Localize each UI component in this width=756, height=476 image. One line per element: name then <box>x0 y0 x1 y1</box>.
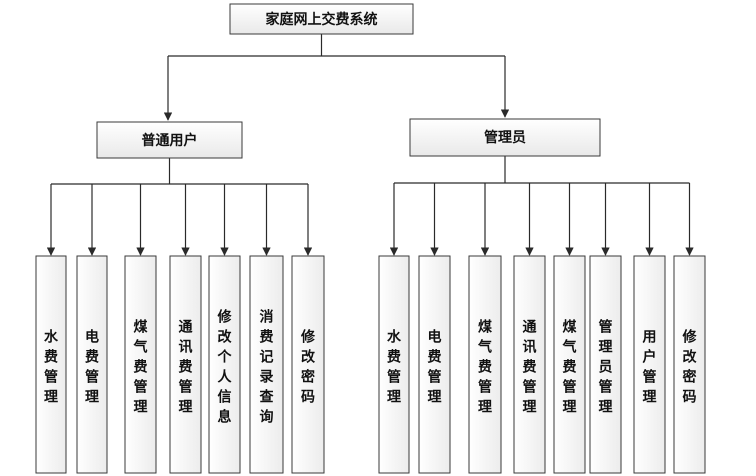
leaf-node-user-5: 消费记录查询 <box>249 255 284 474</box>
branch-node-user-label: 普通用户 <box>142 132 198 149</box>
leaf-node-user-0: 水费管理 <box>35 255 67 474</box>
leaf-node-box <box>553 255 586 474</box>
leaf-node-label: 煤气费管理 <box>133 319 149 416</box>
branch-node-admin: 管理员 <box>409 118 601 157</box>
leaf-node-admin-0: 水费管理 <box>378 255 410 474</box>
leaf-node-box <box>249 255 284 474</box>
leaf-node-label: 消费记录查询 <box>260 309 275 426</box>
leaf-node-user-2: 煤气费管理 <box>124 255 157 474</box>
leaf-node-user-1: 电费管理 <box>76 255 108 474</box>
leaf-node-label: 用户管理 <box>643 330 657 406</box>
leaf-node-user-3: 通讯费管理 <box>169 255 202 474</box>
leaf-node-label: 煤气费管理 <box>562 319 578 416</box>
leaf-node-admin-3: 通讯费管理 <box>513 255 546 474</box>
leaf-node-box <box>76 255 108 474</box>
leaf-node-box <box>291 255 325 474</box>
leaf-node-label: 修改密码 <box>300 329 316 406</box>
leaf-node-label: 通讯费管理 <box>179 320 193 416</box>
leaf-node-label: 煤气费管理 <box>477 319 493 416</box>
leaf-node-label: 管理员管理 <box>599 319 613 416</box>
leaf-node-box <box>208 255 241 474</box>
leaf-node-admin-2: 煤气费管理 <box>468 255 502 474</box>
leaf-node-admin-4: 煤气费管理 <box>553 255 586 474</box>
leaf-node-box <box>468 255 502 474</box>
root-node: 家庭网上交费系统 <box>229 3 414 35</box>
leaf-node-admin-6: 用户管理 <box>633 255 666 474</box>
leaf-node-label: 电费管理 <box>85 329 99 406</box>
leaf-node-label: 修改个人信息 <box>217 309 233 426</box>
leaf-node-user-6: 修改密码 <box>291 255 325 474</box>
leaf-node-box <box>124 255 157 474</box>
leaf-node-label: 电费管理 <box>428 329 442 406</box>
leaf-node-admin-5: 管理员管理 <box>589 255 622 474</box>
leaf-node-box <box>633 255 666 474</box>
leaf-node-box <box>418 255 451 474</box>
leaf-node-label: 水费管理 <box>44 329 59 406</box>
leaf-node-box <box>35 255 67 474</box>
branch-node-admin-label: 管理员 <box>484 129 526 146</box>
branch-node-user: 普通用户 <box>96 121 243 159</box>
leaf-node-admin-7: 修改密码 <box>673 255 706 474</box>
leaf-node-label: 水费管理 <box>387 329 402 406</box>
leaf-nodes: 水费管理 电费管理 煤气费管理 通讯费管理 修改个人信息 消费记录查询 修改密码 水费管理 电费… <box>35 255 706 474</box>
leaf-node-box <box>378 255 410 474</box>
leaf-node-box <box>589 255 622 474</box>
leaf-node-label: 修改密码 <box>682 329 698 406</box>
leaf-node-label: 通讯费管理 <box>523 320 537 416</box>
connector-lines <box>46 34 694 256</box>
leaf-node-admin-1: 电费管理 <box>418 255 451 474</box>
leaf-node-box <box>673 255 706 474</box>
leaf-node-user-4: 修改个人信息 <box>208 255 241 474</box>
root-node-label: 家庭网上交费系统 <box>266 11 378 28</box>
leaf-node-box <box>513 255 546 474</box>
leaf-node-box <box>169 255 202 474</box>
